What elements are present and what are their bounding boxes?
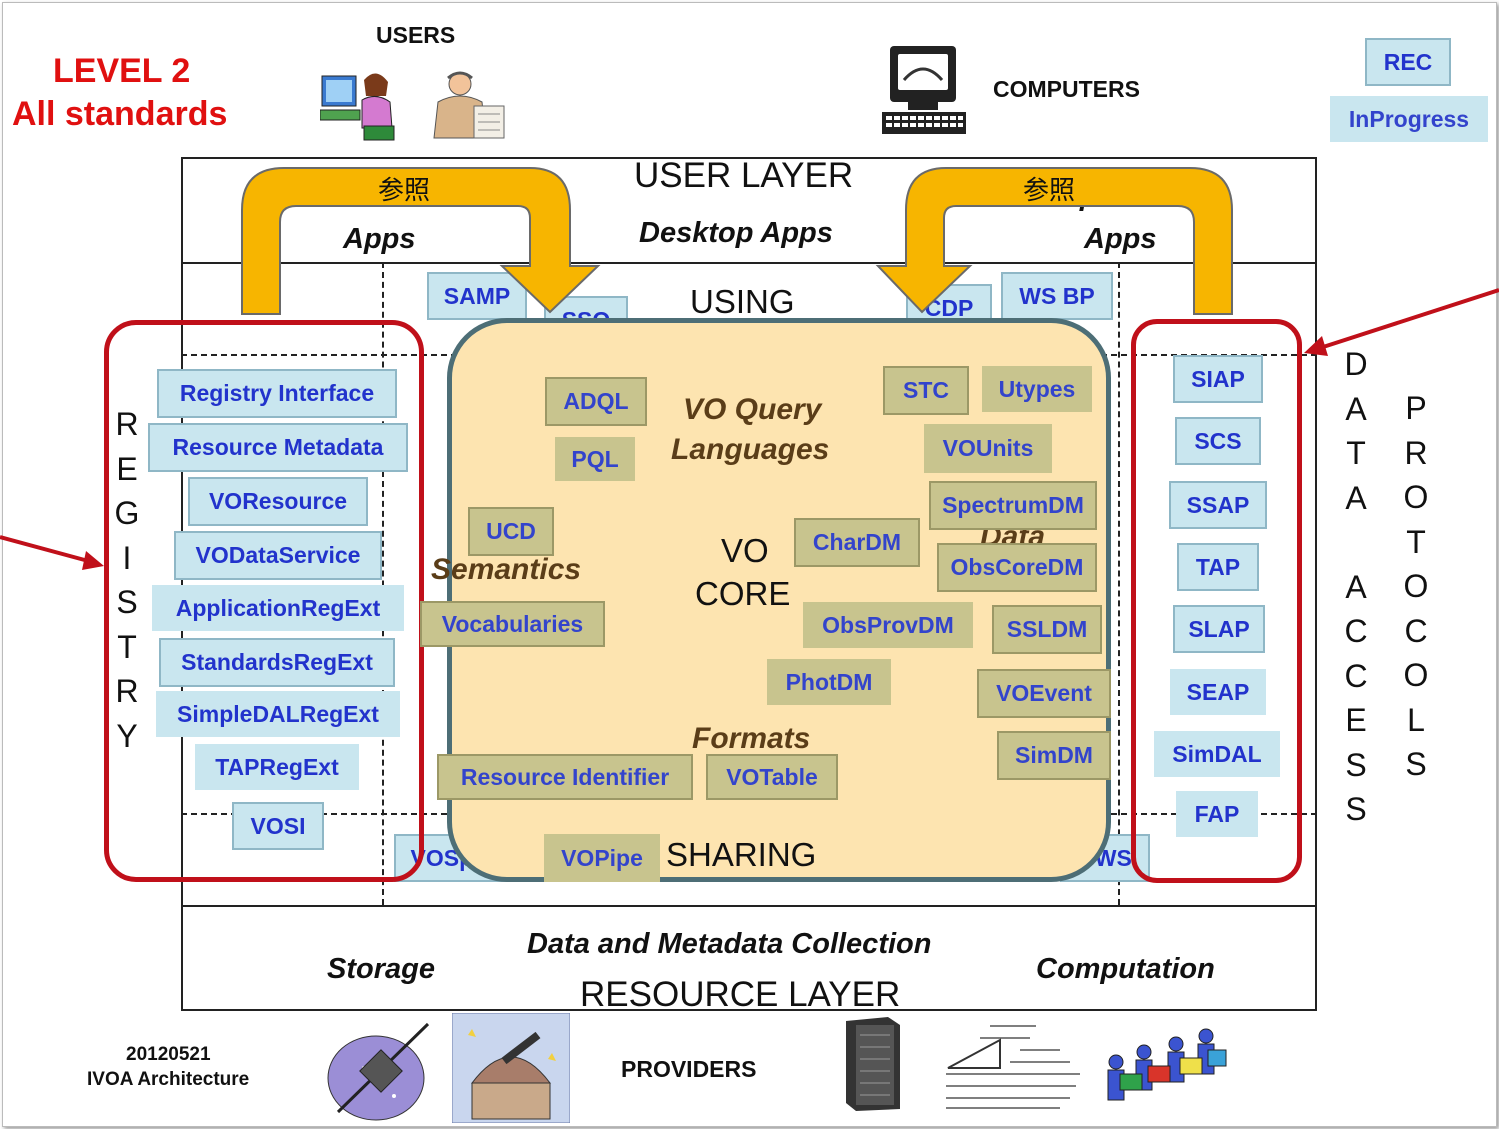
level-subtitle: All standards: [12, 95, 228, 133]
registry-interface-box[interactable]: Registry Interface: [157, 369, 397, 418]
semantics-label: Semantics: [431, 553, 582, 586]
computers-label: COMPUTERS: [993, 76, 1140, 102]
script-apps-label: Apps: [1084, 223, 1157, 255]
footer-date: 20120521: [126, 1044, 211, 1065]
ssap-box[interactable]: SSAP: [1169, 481, 1267, 529]
voresource-box[interactable]: VOResource: [188, 477, 368, 526]
voevent-box[interactable]: VOEvent: [977, 669, 1111, 718]
votable-box[interactable]: VOTable: [706, 754, 838, 800]
slap-box[interactable]: SLAP: [1173, 605, 1265, 653]
utypes-box[interactable]: Utypes: [982, 366, 1092, 412]
legend-inprogress: InProgress: [1330, 96, 1488, 142]
left-dashed-line: [382, 262, 384, 905]
query-languages-label-1: VO Query: [683, 393, 822, 426]
fap-box[interactable]: FAP: [1176, 791, 1258, 837]
architecture-frame: [181, 157, 1317, 1011]
sharing-label: SHARING: [666, 836, 817, 873]
observatory-icon: [452, 1013, 570, 1123]
adql-box[interactable]: ADQL: [545, 377, 647, 426]
providers-label: PROVIDERS: [621, 1056, 757, 1082]
tap-box[interactable]: TAP: [1177, 543, 1259, 591]
applicationregext-box[interactable]: ApplicationRegExt: [152, 585, 404, 631]
query-languages-label-2: Languages: [671, 433, 830, 466]
vo-core-title-line2: CORE: [695, 575, 791, 612]
vopipe-box[interactable]: VOPipe: [544, 834, 660, 882]
data-access-pointer-arrow: [1304, 288, 1499, 356]
data-access-frame: [1131, 319, 1302, 883]
stc-box[interactable]: STC: [883, 366, 969, 415]
obscoredm-box[interactable]: ObsCoreDM: [937, 543, 1097, 592]
pql-box[interactable]: PQL: [555, 437, 635, 481]
user-layer-divider: [181, 262, 1317, 264]
registry-pointer-arrow: [0, 535, 104, 570]
data-collection-label: Data and Metadata Collection: [527, 928, 932, 960]
standardsregext-box[interactable]: StandardsRegExt: [159, 638, 395, 687]
vounits-box[interactable]: VOUnits: [924, 424, 1052, 473]
simpledalregext-box[interactable]: SimpleDALRegExt: [156, 691, 400, 737]
level-title: LEVEL 2: [53, 52, 191, 90]
satellite-icon: [327, 1022, 430, 1121]
obsprovdm-box[interactable]: ObsProvDM: [803, 602, 973, 648]
resource-identifier-box[interactable]: Resource Identifier: [437, 754, 693, 800]
browser-apps-label: Apps: [343, 223, 416, 255]
user-reading-icon: [433, 71, 505, 139]
vo-core-title-line1: VO: [721, 532, 769, 569]
resource-layer-title: RESOURCE LAYER: [580, 975, 901, 1014]
ssldm-box[interactable]: SSLDM: [992, 605, 1102, 654]
server-icon: [846, 1017, 900, 1111]
storage-label: Storage: [327, 953, 435, 985]
spectrumdm-box[interactable]: SpectrumDM: [929, 481, 1097, 530]
team-puzzle-icon: [1107, 1028, 1227, 1101]
footer-caption: IVOA Architecture: [87, 1069, 250, 1090]
formats-label: Formats: [692, 722, 811, 755]
computation-label: Computation: [1036, 953, 1215, 985]
computer-icon: [882, 46, 966, 134]
samp-box[interactable]: SAMP: [427, 272, 527, 320]
photdm-box[interactable]: PhotDM: [767, 659, 891, 705]
left-reference-arrow: [241, 167, 601, 315]
resource-layer-divider: [181, 905, 1317, 907]
desktop-apps-label: Desktop Apps: [639, 217, 833, 249]
simdm-box[interactable]: SimDM: [997, 731, 1111, 780]
simdal-box[interactable]: SimDAL: [1154, 731, 1280, 777]
vocabularies-box[interactable]: Vocabularies: [420, 601, 605, 647]
right-reference-arrow: [875, 167, 1233, 315]
right-reference-label: 参照: [1023, 175, 1076, 205]
resource-metadata-box[interactable]: Resource Metadata: [148, 423, 408, 472]
math-notes-icon: [946, 1025, 1080, 1109]
user-at-computer-icon: [320, 73, 395, 141]
vodataservice-box[interactable]: VODataService: [174, 531, 382, 580]
vosi-box[interactable]: VOSI: [232, 802, 324, 850]
siap-box[interactable]: SIAP: [1173, 355, 1263, 403]
user-layer-title: USER LAYER: [634, 156, 854, 195]
ucd-box[interactable]: UCD: [468, 507, 554, 556]
right-dashed-line: [1118, 262, 1120, 905]
scs-box[interactable]: SCS: [1175, 417, 1261, 465]
ws-bp-box[interactable]: WS BP: [1001, 272, 1113, 320]
tapregext-box[interactable]: TAPRegExt: [195, 744, 359, 790]
left-reference-label: 参照: [378, 175, 431, 205]
chardm-box[interactable]: CharDM: [794, 518, 920, 567]
using-label: USING: [690, 283, 795, 320]
seap-box[interactable]: SEAP: [1170, 669, 1266, 715]
legend-rec: REC: [1365, 38, 1451, 86]
users-label: USERS: [376, 22, 456, 48]
